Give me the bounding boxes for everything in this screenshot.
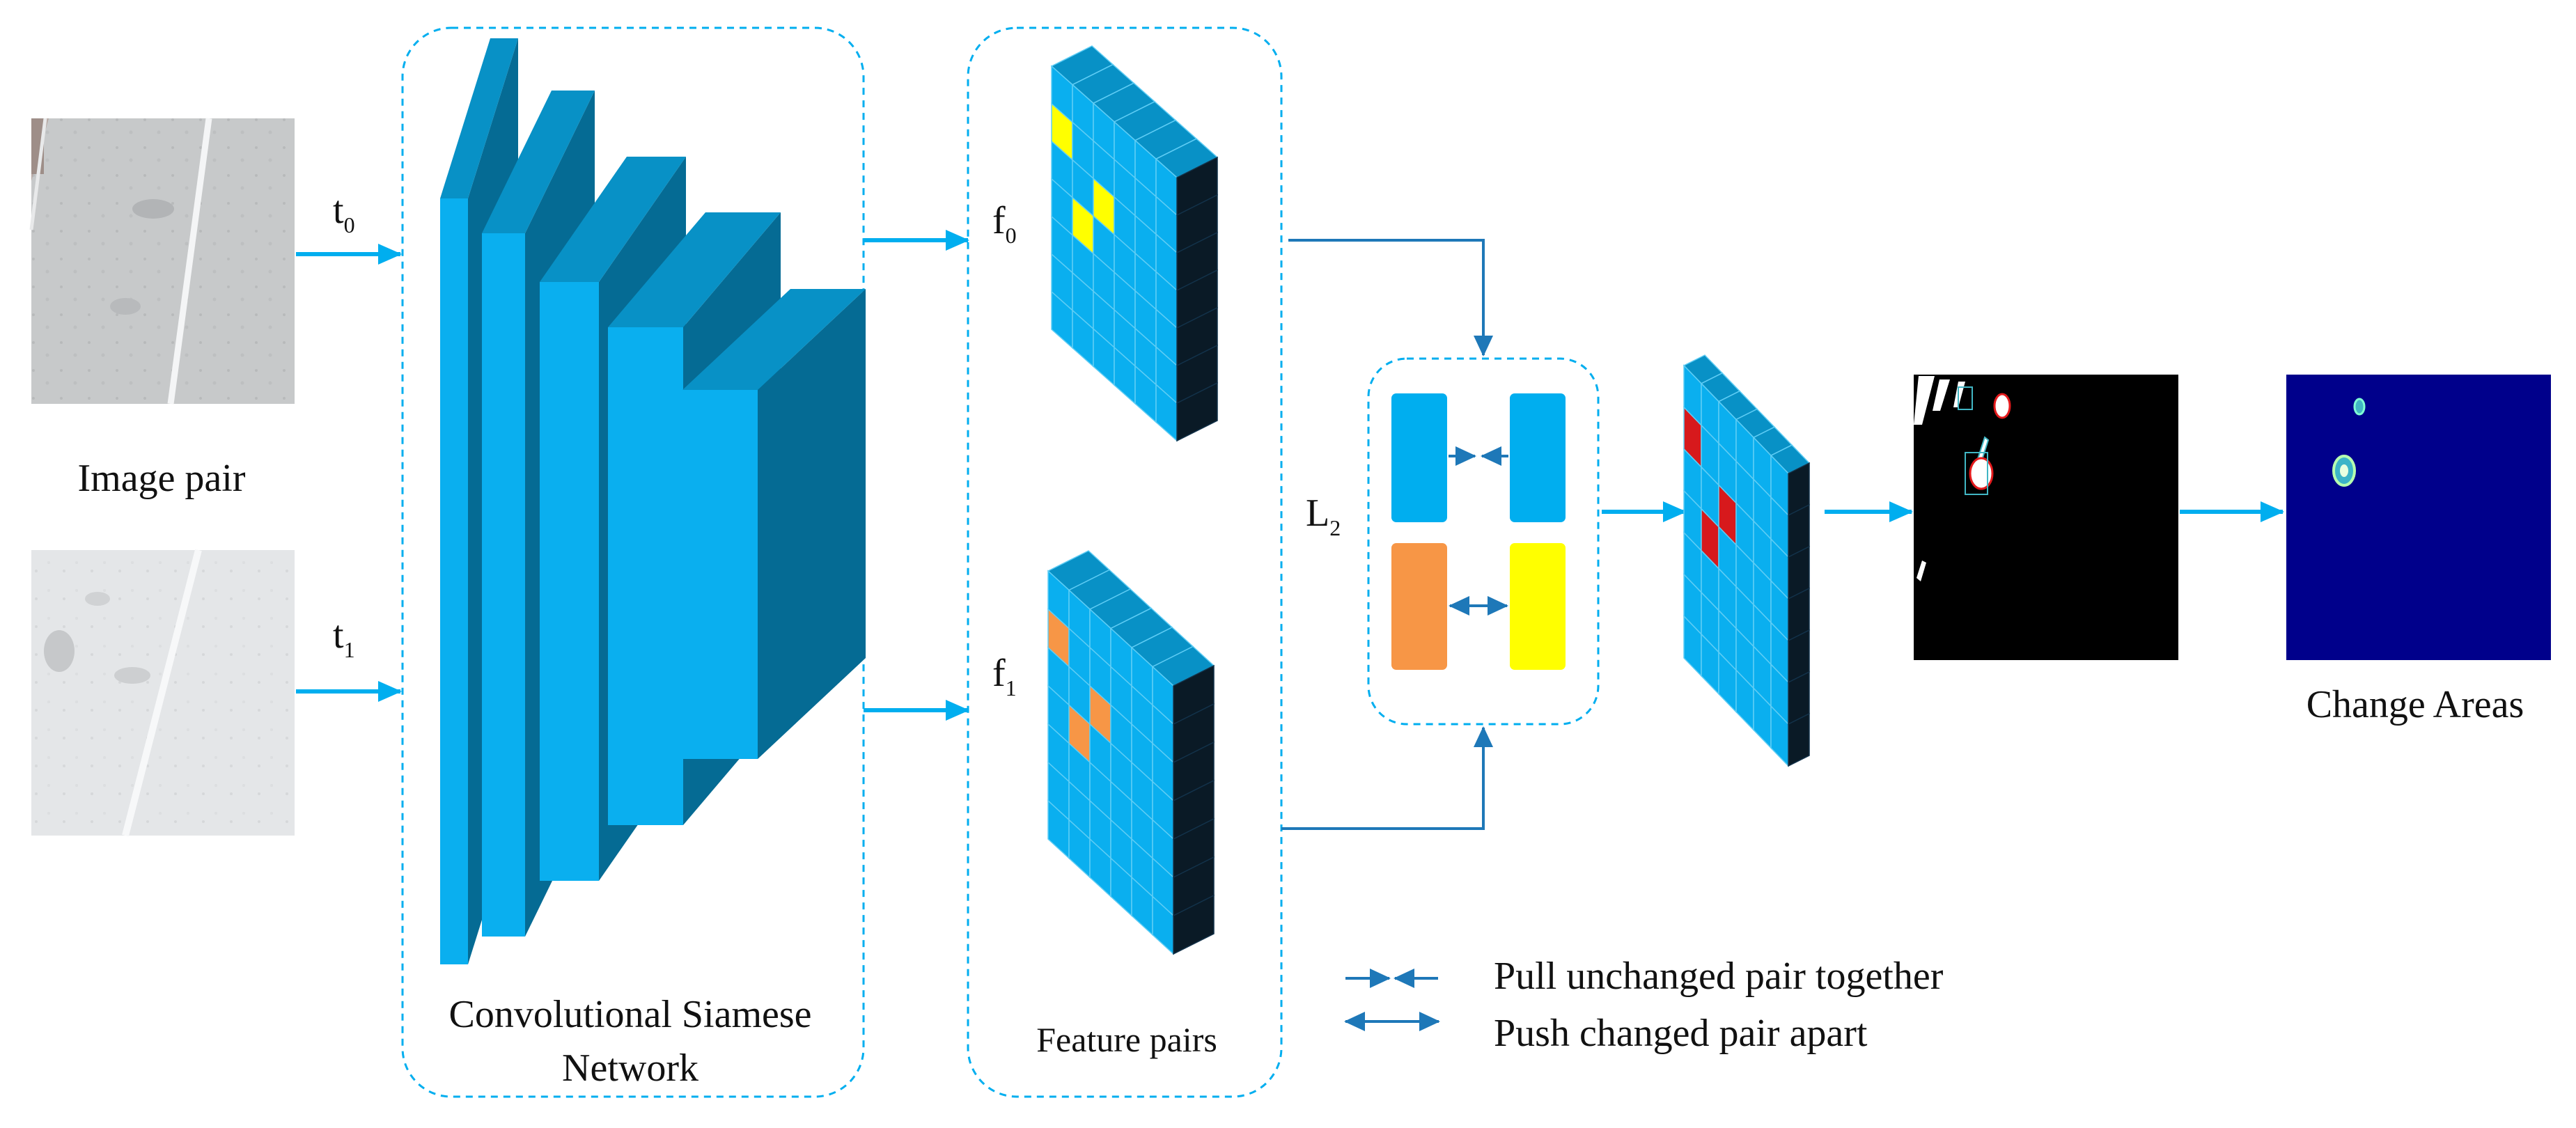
l2-container bbox=[1367, 357, 1600, 726]
f1-label: f1 bbox=[992, 652, 1017, 700]
f0-label: f0 bbox=[992, 199, 1017, 248]
cnn-layer-5 bbox=[682, 289, 866, 759]
f0-vector-b bbox=[1510, 393, 1566, 522]
f0-vector-changed bbox=[1510, 543, 1566, 670]
image-pair-label: Image pair bbox=[78, 457, 246, 500]
image-t1 bbox=[31, 549, 295, 837]
cnn-layers bbox=[440, 38, 866, 964]
cnn-label-line1: Convolutional Siamese bbox=[448, 993, 811, 1036]
feature-map-f1 bbox=[1047, 550, 1215, 955]
legend-pull-label: Pull unchanged pair together bbox=[1494, 955, 1944, 998]
change-areas-label: Change Areas bbox=[2306, 683, 2524, 726]
f1-vector-changed bbox=[1391, 543, 1447, 670]
feature-pairs-container bbox=[967, 26, 1283, 1098]
f1-to-l2-connector bbox=[1281, 726, 1493, 830]
legend-push-label: Push changed pair apart bbox=[1494, 1012, 1868, 1055]
feature-map-f0 bbox=[1050, 45, 1219, 442]
t0-label: t0 bbox=[333, 189, 355, 237]
distance-map bbox=[1683, 354, 1811, 767]
binary-change-map bbox=[1914, 375, 2178, 660]
t1-label: t1 bbox=[333, 613, 355, 662]
change-areas-map bbox=[2286, 375, 2551, 660]
legend: Pull unchanged pair together Push change… bbox=[1344, 955, 1944, 1055]
f0-vector-a bbox=[1391, 393, 1447, 522]
f0-to-l2-connector bbox=[1288, 239, 1493, 357]
image-t0 bbox=[29, 118, 295, 405]
l2-label: L2 bbox=[1306, 492, 1341, 540]
cnn-label-line2: Network bbox=[562, 1047, 698, 1090]
cnn-container bbox=[401, 26, 865, 1098]
feature-pairs-label: Feature pairs bbox=[1036, 1020, 1217, 1059]
